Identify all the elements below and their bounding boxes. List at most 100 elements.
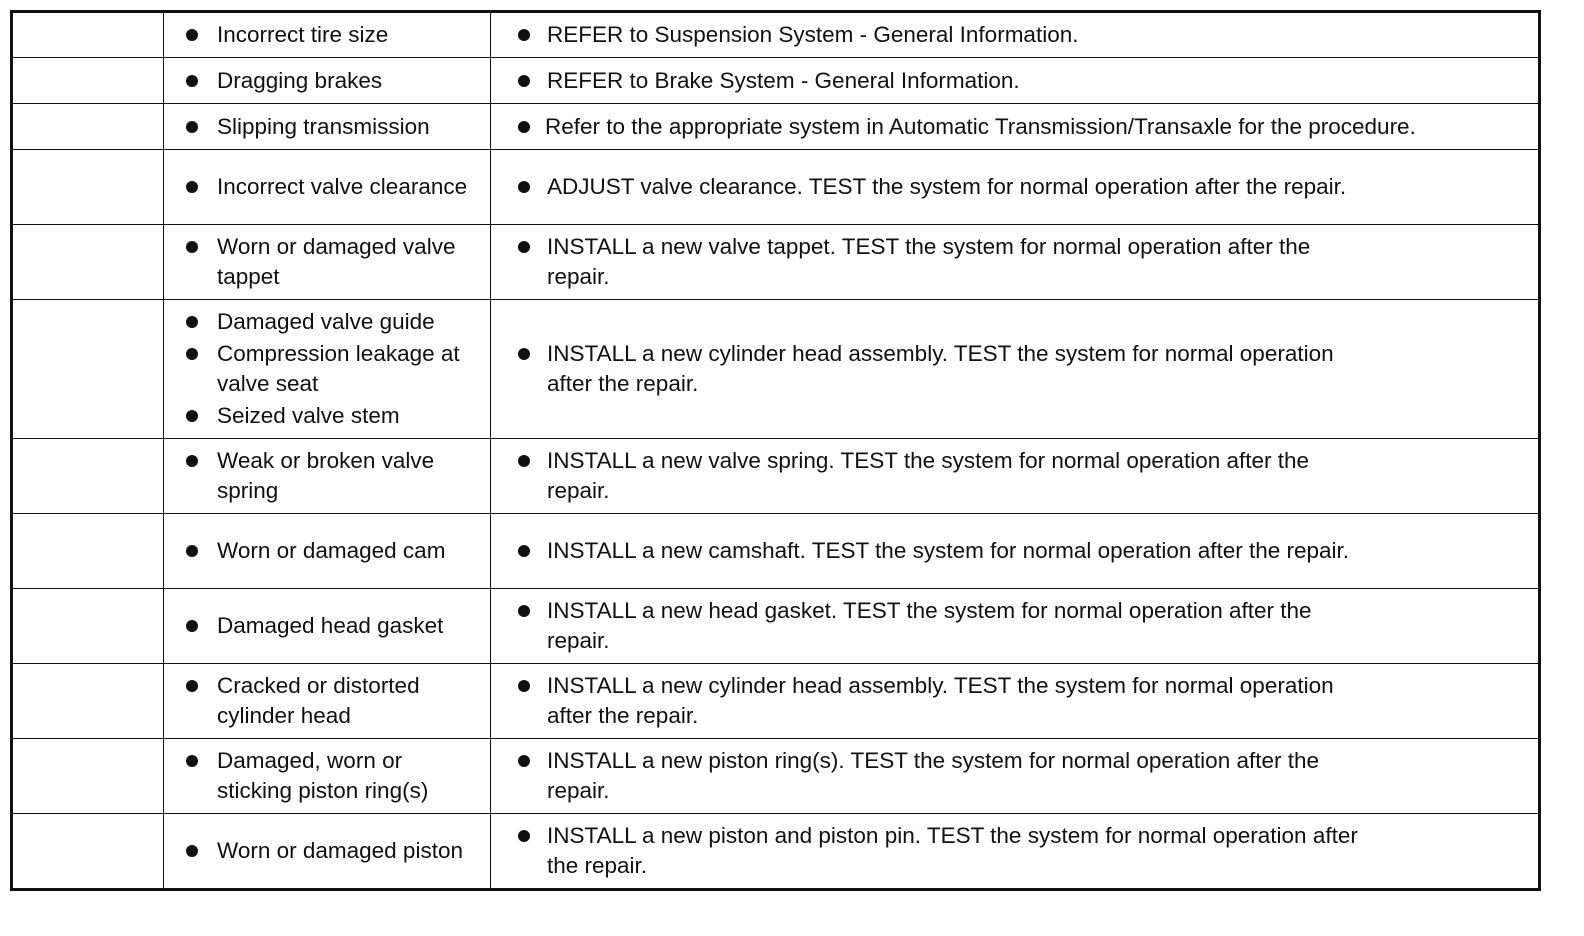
action-text: INSTALL a new camshaft. TEST the system … xyxy=(547,538,1350,563)
action-cell: INSTALL a new cylinder head assembly. TE… xyxy=(490,299,1540,439)
cause-cell: Incorrect valve clearance xyxy=(163,149,491,225)
bullet-icon xyxy=(518,181,530,193)
action-cell: INSTALL a new piston ring(s). TEST the s… xyxy=(490,738,1540,814)
cause-item: Seized valve stem xyxy=(186,401,482,431)
table-row: Worn or damaged valve tappet INSTALL a n… xyxy=(11,224,1540,300)
bullet-icon xyxy=(186,120,198,133)
cause-text: Dragging brakes xyxy=(217,67,383,93)
bullet-icon xyxy=(186,241,198,253)
cause-text: Slipping transmission xyxy=(217,113,430,139)
cause-item: Dragging brakes xyxy=(186,66,482,96)
action-text: INSTALL a new valve spring. TEST the sys… xyxy=(547,448,1310,503)
condition-cell xyxy=(11,299,164,439)
table-row: Incorrect valve clearance ADJUST valve c… xyxy=(11,149,1540,225)
cause-cell: Weak or broken valve spring xyxy=(163,438,491,514)
cause-list: Worn or damaged valve tappet xyxy=(164,225,490,299)
bullet-icon xyxy=(186,29,198,41)
table-row: Dragging brakes REFER to Brake System - … xyxy=(11,57,1540,104)
cause-text: Damaged head gasket xyxy=(217,613,444,638)
bullet-icon xyxy=(186,348,198,360)
action-text: INSTALL a new piston ring(s). TEST the s… xyxy=(547,748,1320,803)
cause-cell: Worn or damaged cam xyxy=(163,513,491,589)
action-cell: Refer to the appropriate system in Autom… xyxy=(490,103,1540,150)
cause-text: Seized valve stem xyxy=(217,403,400,428)
bullet-icon xyxy=(186,620,198,632)
action-cell: INSTALL a new head gasket. TEST the syst… xyxy=(490,588,1540,664)
table-row: Damaged, worn or sticking piston ring(s)… xyxy=(11,738,1540,814)
table-row: Cracked or distorted cylinder head INSTA… xyxy=(11,663,1540,739)
cause-cell: Dragging brakes xyxy=(163,57,491,104)
bullet-icon xyxy=(186,455,198,467)
cause-item: Weak or broken valve spring xyxy=(186,446,482,506)
table-row: Worn or damaged piston INSTALL a new pis… xyxy=(11,813,1540,890)
cause-item: Cracked or distorted cylinder head xyxy=(186,671,482,731)
cause-text: Worn or damaged valve tappet xyxy=(217,234,456,289)
action-item: REFER to Brake System - General Informat… xyxy=(491,59,1377,103)
bullet-icon xyxy=(518,680,530,692)
cause-text: Cracked or distorted cylinder head xyxy=(217,673,420,728)
action-cell: INSTALL a new camshaft. TEST the system … xyxy=(490,513,1540,589)
cause-list: Incorrect valve clearance xyxy=(164,165,490,209)
cause-cell: Worn or damaged piston xyxy=(163,813,491,890)
cause-cell: Damaged head gasket xyxy=(163,588,491,664)
cause-item: Slipping transmission xyxy=(186,112,482,142)
condition-cell xyxy=(11,57,164,104)
condition-cell xyxy=(11,103,164,150)
bullet-icon xyxy=(518,605,530,617)
diagnostic-page: Incorrect tire size REFER to Suspension … xyxy=(10,10,1584,891)
cause-list: Damaged valve guide Compression leakage … xyxy=(164,300,490,438)
action-text: Refer to the appropriate system in Autom… xyxy=(545,113,1416,139)
bullet-icon xyxy=(518,830,530,842)
bullet-icon xyxy=(518,29,530,41)
table-row: Slipping transmission Refer to the appro… xyxy=(11,103,1540,150)
cause-item: Compression leakage at valve seat xyxy=(186,339,482,399)
action-cell: INSTALL a new valve spring. TEST the sys… xyxy=(490,438,1540,514)
action-cell: INSTALL a new valve tappet. TEST the sys… xyxy=(490,224,1540,300)
action-item: INSTALL a new cylinder head assembly. TE… xyxy=(491,332,1377,406)
action-item: REFER to Suspension System - General Inf… xyxy=(491,13,1377,57)
cause-item: Worn or damaged valve tappet xyxy=(186,232,482,292)
cause-cell: Slipping transmission xyxy=(163,103,491,150)
action-cell: INSTALL a new piston and piston pin. TES… xyxy=(490,813,1540,890)
cause-list: Worn or damaged cam xyxy=(164,529,490,573)
cause-list: Weak or broken valve spring xyxy=(164,439,490,513)
cause-text: Worn or damaged cam xyxy=(217,538,446,563)
cause-text: Weak or broken valve spring xyxy=(217,448,435,503)
bullet-icon xyxy=(518,120,530,133)
action-cell: INSTALL a new cylinder head assembly. TE… xyxy=(490,663,1540,739)
bullet-icon xyxy=(518,74,530,87)
cause-text: Worn or damaged piston xyxy=(217,838,463,863)
action-item: INSTALL a new cylinder head assembly. TE… xyxy=(491,664,1377,738)
action-text: INSTALL a new head gasket. TEST the syst… xyxy=(547,598,1312,653)
table-row: Worn or damaged cam INSTALL a new camsha… xyxy=(11,513,1540,589)
bullet-icon xyxy=(518,241,530,253)
bullet-icon xyxy=(518,455,530,467)
cause-text: Damaged, worn or sticking piston ring(s) xyxy=(217,748,429,803)
cause-list: Cracked or distorted cylinder head xyxy=(164,664,490,738)
condition-cell xyxy=(11,149,164,225)
cause-text: Compression leakage at valve seat xyxy=(217,341,460,396)
cause-list: Damaged head gasket xyxy=(164,604,490,648)
table-row: Weak or broken valve spring INSTALL a ne… xyxy=(11,438,1540,514)
action-text: INSTALL a new cylinder head assembly. TE… xyxy=(547,341,1334,396)
condition-cell xyxy=(11,663,164,739)
action-item: INSTALL a new valve spring. TEST the sys… xyxy=(491,439,1377,513)
bullet-icon xyxy=(186,680,198,692)
cause-text: Incorrect tire size xyxy=(217,22,389,47)
cause-list: Damaged, worn or sticking piston ring(s) xyxy=(164,739,490,813)
cause-cell: Worn or damaged valve tappet xyxy=(163,224,491,300)
action-text: ADJUST valve clearance. TEST the system … xyxy=(547,174,1347,199)
cause-text: Damaged valve guide xyxy=(217,309,435,334)
cause-item: Damaged head gasket xyxy=(186,611,482,641)
cause-item: Damaged valve guide xyxy=(186,307,482,337)
cause-item: Incorrect tire size xyxy=(186,20,482,50)
action-item: ADJUST valve clearance. TEST the system … xyxy=(491,165,1377,209)
bullet-icon xyxy=(518,545,530,557)
action-item: INSTALL a new valve tappet. TEST the sys… xyxy=(491,225,1377,299)
action-item: INSTALL a new camshaft. TEST the system … xyxy=(491,529,1377,573)
condition-cell xyxy=(11,813,164,890)
condition-cell xyxy=(11,588,164,664)
cause-list: Worn or damaged piston xyxy=(164,829,490,873)
table-row: Damaged valve guide Compression leakage … xyxy=(11,299,1540,439)
condition-cell xyxy=(11,11,164,58)
